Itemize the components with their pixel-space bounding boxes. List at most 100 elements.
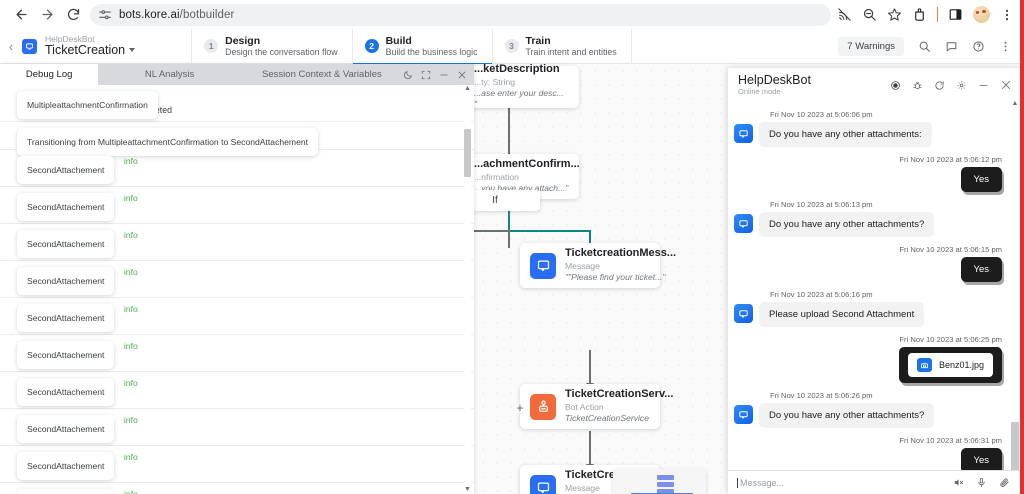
log-row[interactable]: 11-10-2023 17:06:33.268infoSecondAttache… bbox=[0, 224, 474, 261]
canvas-minimap[interactable] bbox=[613, 469, 706, 494]
message-timestamp: Fri Nov 10 2023 at 5:06:12 pm bbox=[899, 155, 1002, 164]
bot-parent-name: HelpDeskBot bbox=[45, 33, 95, 44]
bot-message: Do you have any other attachments? bbox=[734, 403, 1006, 428]
message-timestamp: Fri Nov 10 2023 at 5:06:26 pm bbox=[770, 391, 873, 400]
log-node: SecondAttachement bbox=[17, 267, 115, 295]
zoom-out-icon[interactable] bbox=[862, 7, 877, 22]
tune-icon[interactable] bbox=[98, 8, 112, 22]
extensions-icon[interactable] bbox=[912, 7, 927, 22]
node-ticketcreation-service[interactable]: TicketCreationServ... Bot Action TicketC… bbox=[520, 384, 673, 429]
comment-icon[interactable] bbox=[945, 40, 958, 53]
bookmark-star-icon[interactable] bbox=[887, 7, 902, 22]
chat-messages[interactable]: Fri Nov 10 2023 at 5:06:06 pm Do you hav… bbox=[728, 98, 1020, 470]
url-text: bots.kore.ai/botbuilder bbox=[119, 8, 235, 21]
reload-icon[interactable] bbox=[60, 2, 86, 28]
close-icon[interactable] bbox=[1000, 79, 1012, 91]
more-vertical-icon[interactable] bbox=[999, 40, 1012, 53]
add-node-button[interactable]: + bbox=[516, 401, 524, 415]
cast-muted-icon[interactable] bbox=[837, 7, 852, 22]
log-row[interactable]: 11-10-2023 17:06:33.268infoSecondAttache… bbox=[0, 446, 474, 483]
message-timestamp: Fri Nov 10 2023 at 5:06:06 pm bbox=[770, 110, 873, 119]
bot-action-node-icon bbox=[530, 393, 556, 420]
profile-avatar[interactable] bbox=[973, 6, 990, 23]
log-node: SecondAttachement bbox=[17, 489, 115, 494]
node-subtitle: ...ase enter your desc... " bbox=[474, 88, 564, 110]
scroll-thumb[interactable] bbox=[1011, 422, 1019, 470]
log-row[interactable]: 11-10-2023 17:06:33.288infoTransitioning… bbox=[0, 122, 474, 156]
chevron-down-icon[interactable] bbox=[129, 48, 136, 53]
record-icon[interactable] bbox=[890, 80, 901, 91]
message-bubble: Yes bbox=[960, 167, 1002, 192]
attachment-clip-icon[interactable] bbox=[999, 477, 1010, 488]
scroll-thumb[interactable] bbox=[464, 129, 471, 177]
bot-identity[interactable]: HelpDeskBot TicketCreation bbox=[45, 33, 136, 57]
debug-log-list[interactable]: 11-10-2023 17:06:33.268infoMultipleattac… bbox=[0, 85, 474, 494]
log-row[interactable]: 11-10-2023 17:06:33.268infoSecondAttache… bbox=[0, 409, 474, 446]
scroll-up-arrow[interactable]: ▲ bbox=[464, 85, 471, 92]
side-panel-icon[interactable] bbox=[948, 7, 963, 22]
attachment-card[interactable]: Benz01.jpg bbox=[907, 353, 993, 377]
message-input[interactable]: Message... bbox=[737, 477, 941, 488]
log-row[interactable]: 11-10-2023 17:06:33.268infoSecondAttache… bbox=[0, 298, 474, 335]
chat-title: HelpDeskBot bbox=[738, 72, 811, 87]
log-node: SecondAttachement bbox=[17, 452, 115, 480]
speaker-mute-icon[interactable] bbox=[953, 477, 964, 488]
refresh-icon[interactable] bbox=[934, 80, 945, 91]
chat-widget: HelpDeskBot Online mode Fri Nov 10 2023 … bbox=[727, 68, 1020, 494]
scroll-up-arrow[interactable]: ▲ bbox=[1011, 100, 1019, 107]
browser-menu-icon[interactable] bbox=[1000, 8, 1014, 22]
expand-icon[interactable] bbox=[421, 70, 431, 80]
log-node: SecondAttachement bbox=[17, 156, 115, 184]
back-arrow-icon[interactable] bbox=[8, 2, 34, 28]
attachment-filename: Benz01.jpg bbox=[938, 360, 984, 370]
warnings-badge[interactable]: 7 Warnings bbox=[838, 36, 904, 56]
bot-message: Do you have any other attachments: bbox=[734, 122, 1006, 147]
tab-debug-log[interactable]: Debug Log bbox=[0, 64, 99, 85]
address-bar[interactable]: bots.kore.ai/botbuilder bbox=[90, 3, 831, 26]
minimize-icon[interactable] bbox=[978, 80, 989, 91]
forward-arrow-icon[interactable] bbox=[34, 2, 60, 28]
debug-log-scrollbar[interactable]: ▲ ▼ bbox=[463, 85, 472, 494]
close-icon[interactable] bbox=[457, 70, 467, 80]
edge-segment bbox=[508, 96, 510, 158]
log-node: MultipleattachmentConfirmation bbox=[17, 91, 158, 119]
scroll-down-arrow[interactable]: ▼ bbox=[464, 486, 471, 493]
search-icon[interactable] bbox=[918, 40, 931, 53]
node-type: ...nfirmation bbox=[474, 172, 519, 183]
collapse-nav-icon[interactable]: ‹ bbox=[8, 38, 14, 54]
log-row[interactable]: 11-10-2023 17:06:33.268infoSecondAttache… bbox=[0, 372, 474, 409]
log-row[interactable]: 11-10-2023 17:06:33.268infoSecondAttache… bbox=[0, 335, 474, 372]
step-desc: Build the business logic bbox=[385, 46, 478, 57]
node-ticketcreation-message[interactable]: TicketcreationMess... Message ""Please f… bbox=[520, 243, 676, 288]
moon-icon[interactable] bbox=[403, 70, 413, 80]
tab-session-context[interactable]: Session Context & Variables bbox=[262, 69, 382, 80]
message-bubble: Yes bbox=[960, 257, 1002, 282]
log-node: SecondAttachement bbox=[17, 230, 115, 258]
dialog-task-name[interactable]: TicketCreation bbox=[45, 43, 136, 57]
node-type: Message bbox=[565, 261, 600, 272]
chat-scrollbar[interactable]: ▲ ▼ bbox=[1011, 100, 1019, 470]
debug-tabs: Debug Log NL Analysis Session Context & … bbox=[0, 64, 474, 85]
tab-nl-analysis[interactable]: NL Analysis bbox=[144, 69, 195, 80]
log-row[interactable]: 11-10-2023 17:06:33.268infoSecondAttache… bbox=[0, 261, 474, 298]
chat-input-bar[interactable]: Message... bbox=[728, 470, 1020, 494]
help-icon[interactable] bbox=[972, 40, 985, 53]
node-type: Message bbox=[565, 483, 600, 494]
log-row[interactable]: 11-10-2023 17:06:33.268infoMultipleattac… bbox=[0, 85, 474, 122]
edge-segment bbox=[462, 230, 510, 232]
log-level: info bbox=[123, 304, 138, 314]
minimize-icon[interactable] bbox=[439, 70, 449, 80]
message-timestamp: Fri Nov 10 2023 at 5:06:16 pm bbox=[770, 290, 873, 299]
settings-gear-icon[interactable] bbox=[956, 80, 967, 91]
log-row[interactable]: 11-10-2023 17:06:33.268infoSecondAttache… bbox=[0, 187, 474, 224]
log-level: info bbox=[123, 230, 138, 240]
step-number: 2 bbox=[364, 39, 379, 53]
log-row[interactable]: 11-10-2023 17:06:33.268infoSecondAttache… bbox=[0, 483, 474, 494]
bug-icon[interactable] bbox=[912, 80, 923, 91]
microphone-icon[interactable] bbox=[976, 477, 987, 488]
log-row[interactable]: 11-10-2023 17:06:33.288infoSecondAttache… bbox=[0, 150, 474, 187]
bot-avatar-icon bbox=[734, 304, 753, 323]
